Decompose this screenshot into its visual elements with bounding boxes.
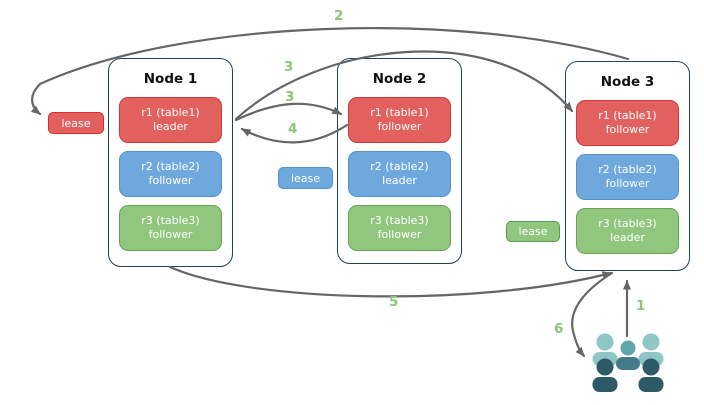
range-label: r3 (table3) xyxy=(370,214,429,227)
arrow-3-node1-to-node2-r1 xyxy=(234,102,343,122)
arrow-label-3a: 3 xyxy=(284,59,294,75)
range-role: follower xyxy=(148,228,193,241)
range-role: follower xyxy=(377,120,422,133)
node-1-range-r3: r3 (table3) follower xyxy=(119,205,222,251)
range-role: leader xyxy=(153,120,188,133)
range-label: r1 (table1) xyxy=(370,106,429,119)
node-2-title: Node 2 xyxy=(372,71,427,87)
node-3-title: Node 3 xyxy=(600,74,655,90)
range-label: r2 (table2) xyxy=(141,160,200,173)
range-role: leader xyxy=(610,231,645,244)
range-label: r3 (table3) xyxy=(141,214,200,227)
lease-badge-green: lease xyxy=(506,221,560,242)
back-row-users xyxy=(592,333,664,366)
range-role: follower xyxy=(377,228,422,241)
node-1-box: Node 1 r1 (table1) leader r2 (table2) fo… xyxy=(108,58,233,267)
range-role: follower xyxy=(605,123,650,136)
node-2-range-r1: r1 (table1) follower xyxy=(348,97,451,143)
arrow-label-1: 1 xyxy=(636,298,646,314)
range-role: follower xyxy=(605,177,650,190)
arrow-5-node1-to-node3 xyxy=(168,265,613,298)
node-3-range-r3: r3 (table3) leader xyxy=(576,208,679,254)
middle-user xyxy=(616,340,640,370)
arrow-label-2: 2 xyxy=(334,8,344,24)
range-label: r2 (table2) xyxy=(598,163,657,176)
range-label: r2 (table2) xyxy=(370,160,429,173)
node-1-title: Node 1 xyxy=(143,71,198,87)
client-users-icon xyxy=(592,333,664,392)
node-2-range-r3: r3 (table3) follower xyxy=(348,205,451,251)
front-row-users xyxy=(592,358,664,392)
range-label: r3 (table3) xyxy=(598,217,657,230)
node-1-range-r1: r1 (table1) leader xyxy=(119,97,222,143)
arrow-label-6: 6 xyxy=(554,321,564,337)
node-3-range-r1: r1 (table1) follower xyxy=(576,100,679,146)
range-role: leader xyxy=(382,174,417,187)
arrow-label-4: 4 xyxy=(288,121,298,137)
range-label: r1 (table1) xyxy=(141,106,200,119)
arrow-6-node3-to-client xyxy=(571,271,614,358)
node-2-box: Node 2 r1 (table1) follower r2 (table2) … xyxy=(337,58,462,264)
lease-badge-blue: lease xyxy=(278,167,333,189)
lease-badge-red: lease xyxy=(48,112,104,134)
node-2-range-r2: r2 (table2) leader xyxy=(348,151,451,197)
node-1-range-r2: r2 (table2) follower xyxy=(119,151,222,197)
arrow-label-3b: 3 xyxy=(285,89,295,105)
node-3-box: Node 3 r1 (table1) follower r2 (table2) … xyxy=(565,61,690,271)
node-3-range-r2: r2 (table2) follower xyxy=(576,154,679,200)
range-label: r1 (table1) xyxy=(598,109,657,122)
range-role: follower xyxy=(148,174,193,187)
arrow-label-5: 5 xyxy=(389,294,399,310)
